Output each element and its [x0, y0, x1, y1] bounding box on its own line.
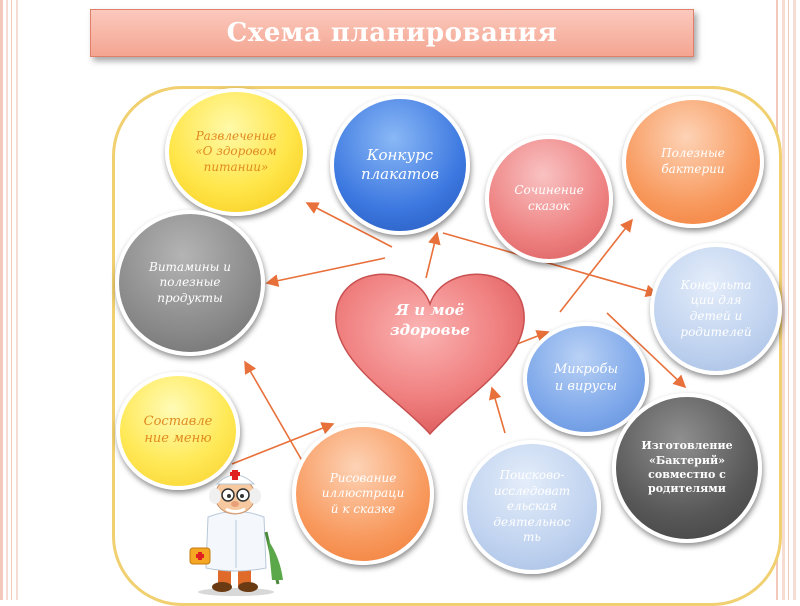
decor-stripe [11, 0, 12, 600]
bubble-label: Рисование иллюстраци й к сказке [321, 470, 405, 516]
bubble-poster-contest: Конкурс плакатов [330, 95, 470, 235]
center-label: Я и моё здоровье [390, 301, 470, 340]
bubble-drawing: Рисование иллюстраци й к сказке [292, 423, 434, 565]
doctor-illustration [189, 470, 283, 596]
bubble-label: Поисково- исследоват ельская деятельнос … [493, 468, 571, 545]
bubble-label: Изготовление «Бактерий» совместно с роди… [641, 439, 733, 496]
decor-stripe [6, 0, 8, 600]
decor-stripe [793, 0, 796, 600]
arrow-to-consultations [442, 232, 659, 298]
decor-stripe [782, 0, 785, 600]
bubble-label: Конкурс плакатов [360, 145, 440, 184]
bubble-label: Консульта ции для детей и родителей [680, 277, 752, 339]
arrow-from-drawing [244, 360, 305, 465]
arrow-to-poster-contest [425, 231, 441, 279]
arrow-to-bacteria-making [606, 312, 687, 389]
page-title: Схема планирования [226, 18, 558, 48]
heart-shape [335, 273, 525, 436]
bubble-vitamins: Витамины и полезные продукты [115, 210, 265, 356]
decor-stripe [16, 0, 18, 600]
arrow-to-heart-from-menu [231, 422, 335, 465]
bubble-menu: Составле ние меню [116, 372, 240, 490]
arrow-to-vitamins [265, 257, 386, 287]
arrow-from-research [488, 386, 506, 434]
bubble-entertainment: Развлечение «О здоровом питании» [165, 88, 307, 216]
arrow-to-useful-bacteria [559, 218, 633, 313]
decor-stripe [788, 0, 789, 600]
bubble-fairy-tales: Сочинение сказок [485, 135, 613, 263]
bubble-label: Составле ние меню [143, 414, 213, 446]
bubble-useful-bacteria: Полезные бактерии [622, 96, 764, 228]
decor-stripe [0, 0, 3, 600]
bubble-consultations: Консульта ции для детей и родителей [650, 243, 782, 375]
bubble-research: Поисково- исследоват ельская деятельнос … [463, 440, 601, 574]
bubble-label: Витамины и полезные продукты [149, 259, 231, 305]
bubble-label: Сочинение сказок [514, 183, 584, 213]
bubble-bacteria-making: Изготовление «Бактерий» совместно с роди… [612, 393, 762, 543]
bubble-microbes: Микробы и вирусы [523, 322, 649, 436]
bubble-label: Полезные бактерии [661, 146, 725, 176]
title-bar: Схема планирования [90, 9, 694, 57]
arrow-to-entertainment [305, 202, 393, 248]
bubble-label: Микробы и вирусы [553, 362, 619, 394]
bubble-label: Развлечение «О здоровом питании» [195, 128, 277, 174]
